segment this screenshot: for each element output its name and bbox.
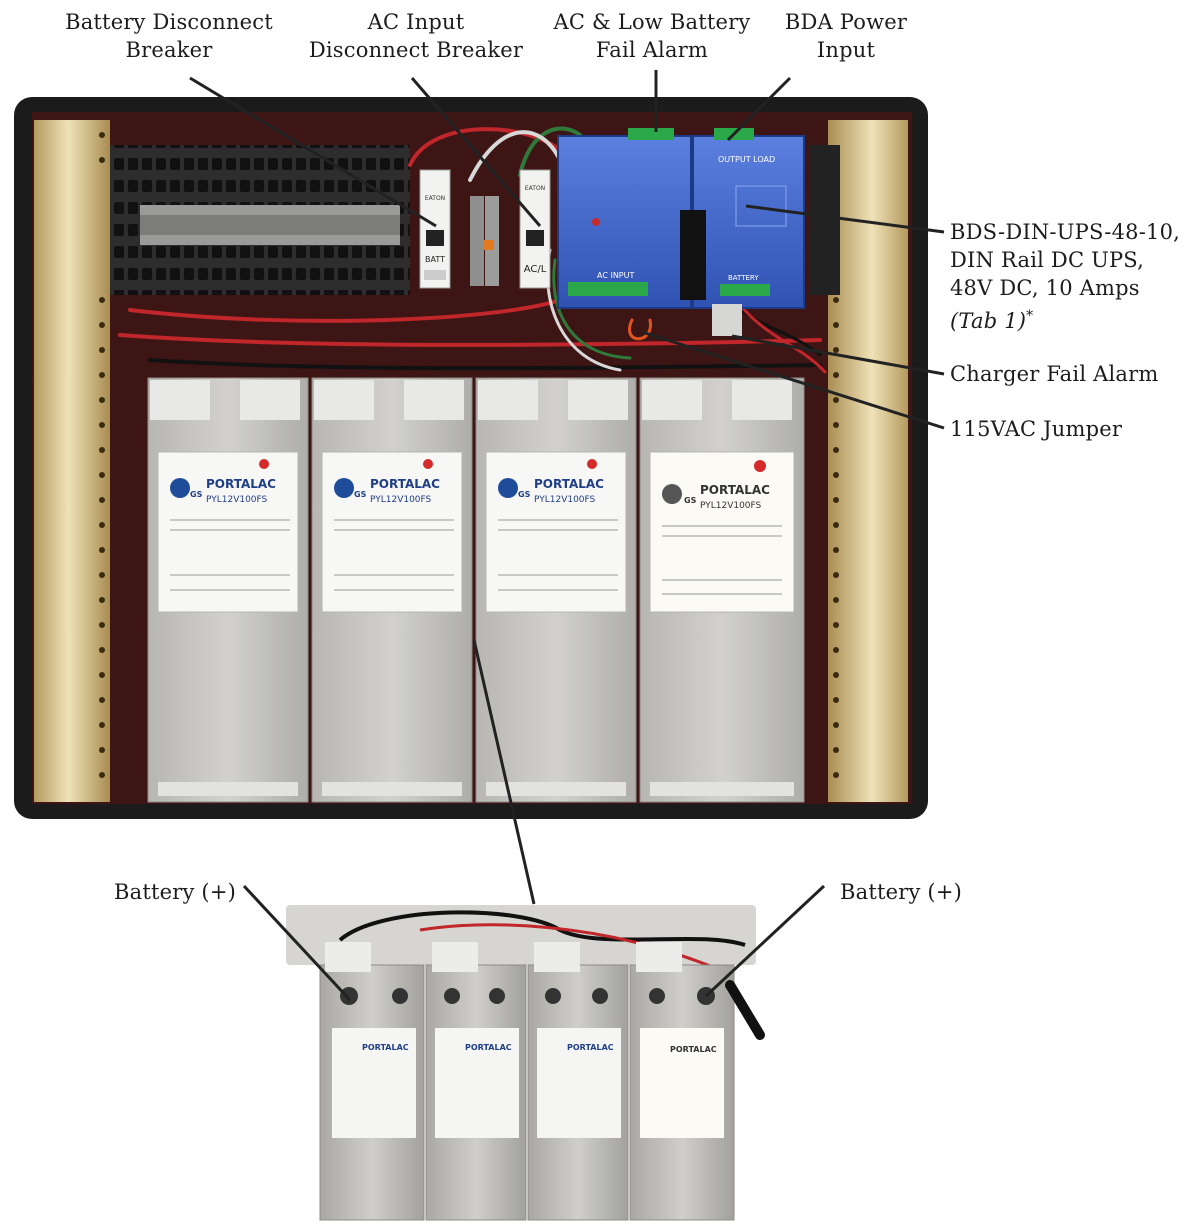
label-alarm-line1: AC & Low Battery — [553, 10, 751, 34]
ac-breaker-tag: AC/L — [524, 264, 547, 275]
ups-output-load-label: OUTPUT LOAD — [718, 155, 775, 164]
battery-3-brand: PORTALAC — [534, 477, 604, 491]
leader-battery-pos-left — [242, 884, 352, 1002]
leader-battery-breaker — [189, 76, 437, 228]
label-bda-line2: Input — [816, 38, 876, 62]
din-tray — [110, 145, 840, 295]
battery-4-maker: GS — [684, 496, 697, 505]
leader-bda-power — [726, 76, 792, 142]
battery-breaker-tag: BATT — [425, 255, 445, 264]
battery-1-model: PYL12V100FS — [206, 495, 268, 505]
callout-lines — [189, 70, 945, 1002]
label-battery-disconnect-line1: Battery Disconnect — [65, 10, 273, 34]
battery-breaker — [419, 169, 451, 289]
label-ac-input-line2: Disconnect Breaker — [308, 38, 524, 62]
label-alarm-line2: Fail Alarm — [595, 38, 709, 62]
label-ups-model: BDS-DIN-UPS-48-10, DIN Rail DC UPS, 48V … — [950, 218, 1180, 335]
label-charger-fail-alarm: Charger Fail Alarm — [950, 362, 1159, 386]
label-115vac-jumper: 115VAC Jumper — [950, 417, 1123, 441]
label-ac-input-disconnect-breaker: AC Input Disconnect Breaker — [302, 8, 530, 64]
leader-ac-breaker — [410, 77, 542, 227]
ac-breaker — [519, 169, 551, 289]
battery-4-brand: PORTALAC — [700, 483, 770, 497]
battery-3-model: PYL12V100FS — [534, 495, 596, 505]
battery-4-model: PYL12V100FS — [700, 501, 762, 511]
battery-bank-closeup — [286, 905, 765, 1221]
label-battery-positive-right: Battery (+) — [840, 880, 963, 904]
label-battery-positive-left: Battery (+) — [114, 880, 237, 904]
ups-ac-input-label: AC INPUT — [597, 271, 634, 280]
leader-jumper — [641, 330, 945, 430]
battery-breaker-brand: EATON — [425, 195, 445, 202]
battery-2-brand: PORTALAC — [370, 477, 440, 491]
label-ups-line1: BDS-DIN-UPS-48-10, — [950, 220, 1181, 244]
label-battery-disconnect-breaker: Battery Disconnect Breaker — [58, 8, 280, 64]
leader-charger-fail — [731, 334, 945, 376]
battery-3-maker: GS — [518, 490, 531, 499]
leader-closeup — [472, 639, 536, 905]
closeup-battery-1-brand: PORTALAC — [362, 1043, 409, 1052]
label-ac-input-line1: AC Input — [367, 10, 465, 34]
label-ups-tab-asterisk: * — [1026, 308, 1034, 324]
closeup-battery-4-brand: PORTALAC — [670, 1045, 717, 1054]
label-bda-line1: BDA Power — [784, 10, 908, 34]
closeup-battery-2-brand: PORTALAC — [465, 1043, 512, 1052]
ac-breaker-brand: EATON — [525, 185, 545, 192]
leader-ups — [745, 204, 945, 234]
ups-unit — [557, 128, 805, 336]
label-battery-disconnect-line2: Breaker — [125, 38, 213, 62]
battery-1-brand: PORTALAC — [206, 477, 276, 491]
battery-1-maker: GS — [190, 490, 203, 499]
battery-2-model: PYL12V100FS — [370, 495, 432, 505]
closeup-battery-3-brand: PORTALAC — [567, 1043, 614, 1052]
battery-4 — [639, 377, 805, 803]
ups-battery-label: BATTERY — [728, 274, 759, 282]
label-ups-line3: 48V DC, 10 Amps — [950, 276, 1140, 300]
battery-2-maker: GS — [354, 490, 367, 499]
leader-battery-pos-right — [704, 884, 826, 998]
battery-logos — [170, 478, 682, 504]
label-ups-line2: DIN Rail DC UPS, — [950, 248, 1145, 272]
label-bda-power-input: BDA Power Input — [776, 8, 916, 64]
label-ups-tab-ref: (Tab 1) — [950, 309, 1027, 333]
label-ups-tab: (Tab 1)* — [950, 302, 1180, 335]
label-ac-low-battery-fail-alarm: AC & Low Battery Fail Alarm — [546, 8, 758, 64]
terminal-blocks — [470, 196, 499, 286]
